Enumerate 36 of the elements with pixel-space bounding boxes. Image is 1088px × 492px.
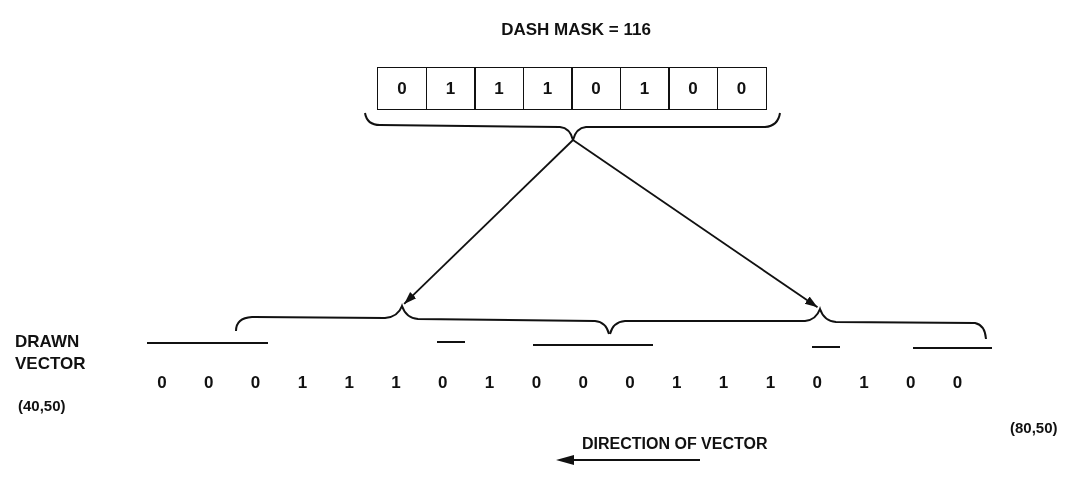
curly-brace [235, 305, 610, 335]
curly-brace [364, 112, 781, 141]
bit-value: 0 [951, 374, 964, 391]
arrow [572, 139, 819, 309]
bit-cell: 0 [571, 67, 621, 110]
row-label: DRAWN VECTOR [15, 331, 87, 376]
bit-value: 0 [437, 374, 449, 391]
bit-value: 1 [671, 374, 683, 391]
bit-value: 0 [249, 374, 262, 391]
bit-value: 0 [624, 374, 636, 391]
bit-cell: 0 [716, 67, 767, 110]
bit-value: 1 [717, 374, 730, 391]
bit-cell: 1 [425, 67, 476, 110]
bit-value: 0 [811, 374, 823, 391]
bit-cell: 1 [619, 67, 670, 110]
coordinate-label: (40,50) [18, 398, 66, 413]
bit-value: 1 [296, 374, 309, 391]
bit-value: 0 [530, 374, 543, 391]
bit-cell: 0 [668, 67, 718, 110]
bit-value: 0 [905, 374, 917, 391]
coordinate-label: (80,50) [1010, 420, 1058, 435]
bit-value: 0 [203, 374, 215, 391]
title: DASH MASK = 116 [500, 21, 652, 38]
bit-cell: 0 [377, 67, 427, 110]
bit-value: 1 [858, 374, 870, 391]
direction-label: DIRECTION OF VECTOR [582, 436, 768, 452]
bit-value: 0 [156, 374, 168, 391]
bit-value: 1 [483, 374, 496, 391]
bit-value: 1 [390, 374, 402, 391]
curly-brace [609, 308, 987, 340]
bit-value: 1 [764, 374, 777, 391]
bit-cell: 1 [474, 67, 524, 110]
bit-value: 1 [343, 374, 355, 391]
bit-value: 0 [577, 374, 589, 391]
bit-cell: 1 [522, 67, 573, 110]
arrow [403, 139, 574, 305]
